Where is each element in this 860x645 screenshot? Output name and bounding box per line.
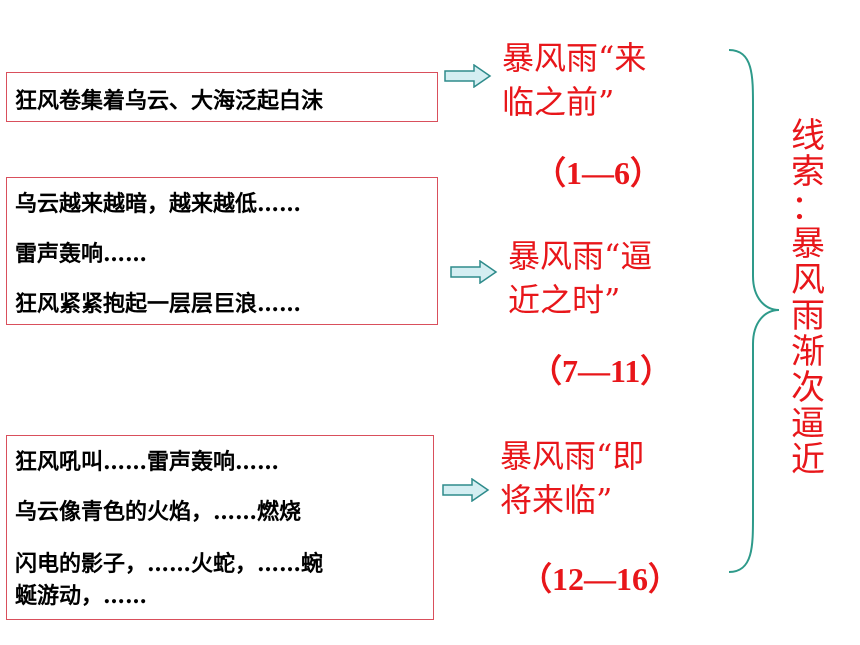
event-line: 乌云越来越暗，越来越低…… — [15, 191, 302, 217]
clue-char: 近 — [791, 440, 825, 480]
stage-title-3: 暴风雨“即 将来临” — [500, 434, 644, 522]
event-line: 闪电的影子，……火蛇，……蜿 — [15, 551, 324, 577]
stage-title-line: 近之时” — [508, 281, 621, 319]
clue-char: 雨 — [791, 296, 825, 336]
stage-title-line: 暴风雨“逼 — [508, 237, 653, 275]
event-line: 狂风紧紧抱起一层层巨浪…… — [15, 291, 302, 317]
event-line: 乌云像青色的火焰，……燃烧 — [15, 499, 302, 525]
event-line: 蜒游动，…… — [15, 583, 148, 609]
stage-range-1: （1—6） — [534, 155, 663, 191]
clue-char: 暴 — [791, 224, 825, 264]
clue-char: 逼 — [791, 404, 825, 444]
right-arrow-icon — [444, 64, 492, 88]
event-box-1: 狂风卷集着乌云、大海泛起白沫 — [6, 72, 438, 122]
stage-title-line: 暴风雨“来 — [502, 39, 647, 77]
stage-title-2: 暴风雨“逼 近之时” — [508, 234, 652, 322]
event-box-2: 乌云越来越暗，越来越低…… 雷声轰响…… 狂风紧紧抱起一层层巨浪…… — [6, 177, 438, 325]
stage-title-1: 暴风雨“来 临之前” — [502, 36, 646, 124]
stage-range-3: （12—16） — [520, 561, 681, 597]
right-brace-icon — [728, 49, 780, 573]
clue-char: 索 — [791, 152, 825, 192]
stage-title-line: 临之前” — [502, 83, 615, 121]
clue-char: 线 — [791, 116, 825, 156]
event-line: 狂风吼叫……雷声轰响…… — [15, 449, 280, 475]
clue-char: 次 — [791, 368, 825, 408]
right-arrow-icon — [450, 260, 498, 284]
event-box-3: 狂风吼叫……雷声轰响…… 乌云像青色的火焰，……燃烧 闪电的影子，……火蛇，……… — [6, 435, 434, 620]
stage-range-2: （7—11） — [530, 353, 673, 389]
event-line: 狂风卷集着乌云、大海泛起白沫 — [15, 88, 324, 114]
stage-title-line: 将来临” — [500, 481, 613, 519]
event-line: 雷声轰响…… — [15, 241, 148, 267]
clue-text: 线 索 ： 暴 风 雨 渐 次 逼 近 — [786, 118, 830, 478]
stage-title-line: 暴风雨“即 — [500, 437, 645, 475]
clue-char: 渐 — [791, 332, 825, 372]
right-arrow-icon — [442, 478, 490, 502]
clue-char: 风 — [791, 260, 825, 300]
clue-char: ： — [791, 188, 825, 228]
